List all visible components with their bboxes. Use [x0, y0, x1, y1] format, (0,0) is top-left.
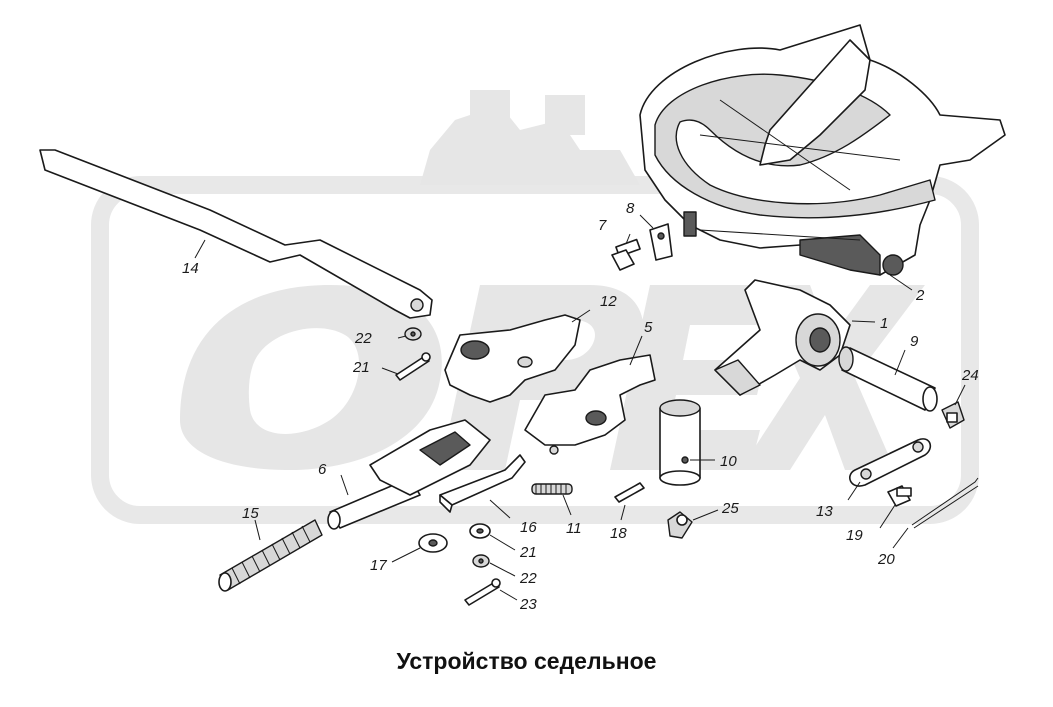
part-22-nut-top: [404, 327, 422, 341]
label-part-24: 24: [961, 367, 979, 384]
part-17-washer: [418, 533, 448, 553]
part-21-cotter-top: [395, 352, 431, 381]
label-part-22-top: 22: [354, 330, 372, 347]
label-part-21-bottom: 21: [519, 544, 537, 561]
label-part-13: 13: [816, 503, 833, 520]
part-8-plate: [649, 223, 673, 261]
part-25-fitting: [667, 511, 693, 539]
label-part-11: 11: [566, 520, 582, 537]
diagram-caption: Устройство седельное: [396, 648, 657, 674]
label-part-20: 20: [877, 551, 895, 568]
label-part-21-top: 21: [352, 359, 370, 376]
part-16-plate: [439, 454, 526, 513]
part-11-spring: [531, 483, 573, 495]
label-part-14: 14: [182, 260, 199, 277]
label-part-10: 10: [720, 453, 737, 470]
label-part-18: 18: [610, 525, 627, 542]
label-part-1: 1: [880, 315, 888, 332]
label-part-2: 2: [915, 287, 925, 304]
part-19-bolt: [887, 485, 912, 507]
part-21-washer-bottom: [469, 523, 491, 539]
label-part-17: 17: [370, 557, 387, 574]
label-part-6: 6: [318, 461, 327, 478]
part-6-rod: [327, 419, 491, 530]
label-part-12: 12: [600, 293, 617, 310]
part-10-pin: [659, 399, 701, 486]
part-labels: 1 2 5 6 7 8 9 10 11 12 13 14 15 16 17 18…: [182, 200, 979, 613]
label-part-25: 25: [721, 500, 739, 517]
part-12-jaw: [444, 314, 581, 403]
label-part-23: 23: [519, 596, 537, 613]
part-5-lock: [524, 354, 656, 455]
label-part-8: 8: [626, 200, 635, 217]
label-part-15: 15: [242, 505, 259, 522]
part-14-release-lever: [39, 149, 433, 319]
part-23-cotter-pin: [464, 578, 501, 606]
part-20-cotter: [911, 477, 979, 529]
label-part-16: 16: [520, 519, 537, 536]
label-part-9: 9: [910, 333, 919, 350]
part-15-spring: [218, 519, 323, 592]
part-1-bracket: [714, 279, 851, 396]
label-part-5: 5: [644, 319, 653, 336]
part-18-pin: [614, 482, 645, 503]
part-7-bolt: [611, 238, 641, 271]
leader-lines: [194, 214, 966, 601]
part-24-grease-fitting: [941, 401, 965, 429]
label-part-22-bottom: 22: [519, 570, 537, 587]
part-22-nut-bottom: [472, 554, 490, 568]
part-2-fifth-wheel-plate: [639, 24, 1006, 276]
part-9-pin: [838, 346, 938, 412]
label-part-19: 19: [846, 527, 863, 544]
part-13-link-plate: [849, 438, 932, 487]
label-part-7: 7: [598, 217, 607, 234]
